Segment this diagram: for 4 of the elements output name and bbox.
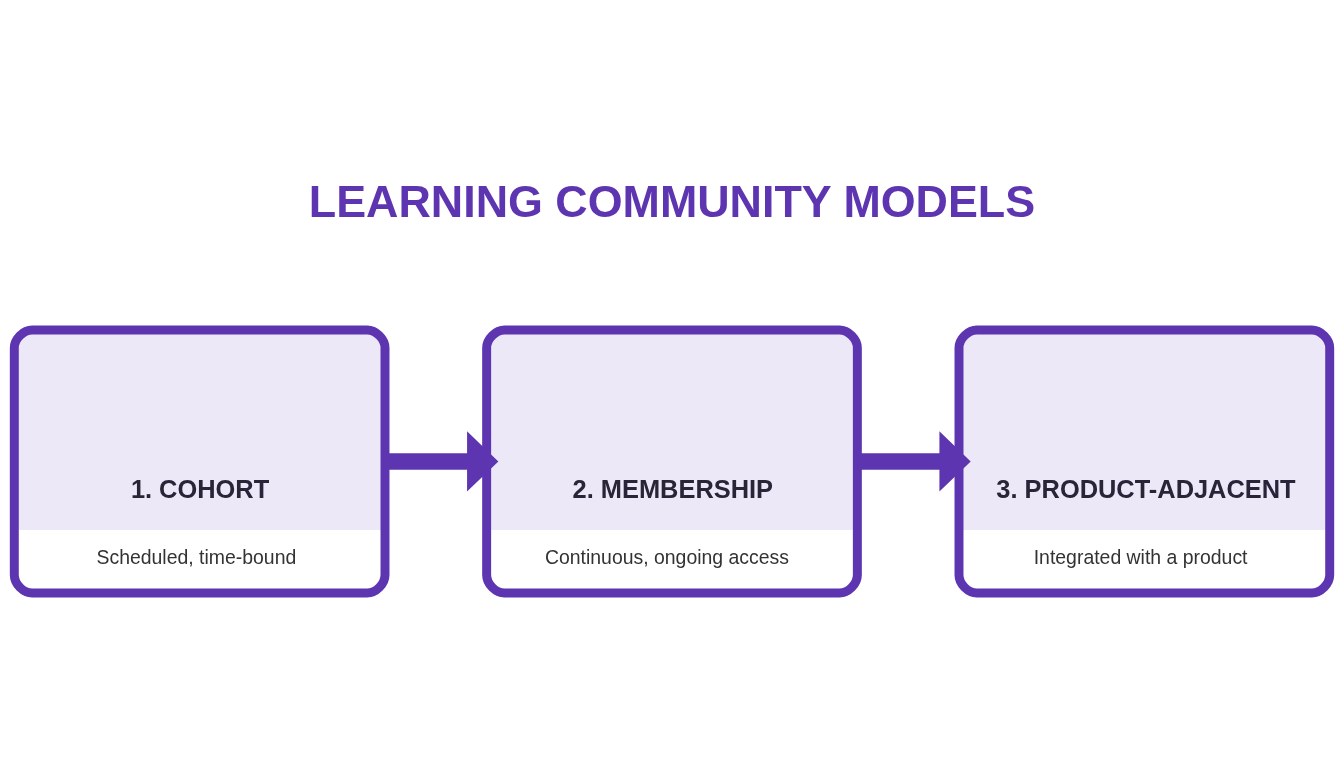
diagram-title: LEARNING COMMUNITY MODELS bbox=[308, 175, 1036, 227]
node-box: 2. MEMBERSHIP Continuous, ongoing access bbox=[482, 324, 862, 597]
node-box: 1. COHORT Scheduled, time-bound bbox=[9, 324, 390, 597]
node-box: 3. PRODUCT-ADJACENT Integrated with a product bbox=[954, 324, 1335, 597]
